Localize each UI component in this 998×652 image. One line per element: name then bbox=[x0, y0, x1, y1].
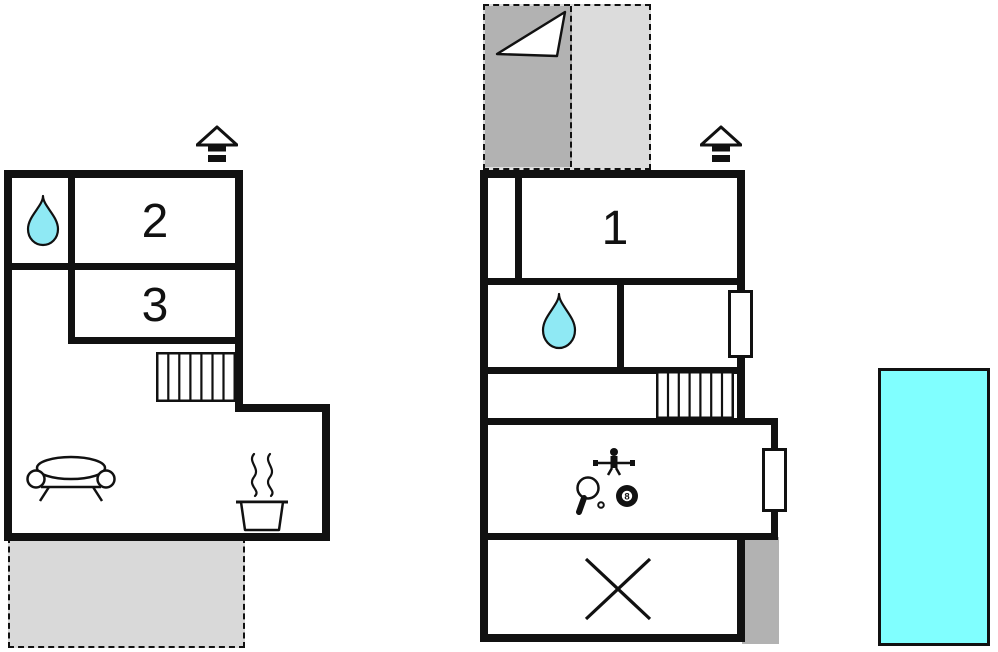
room-2-label: 2 bbox=[141, 195, 169, 248]
room-1-label: 1 bbox=[601, 202, 629, 255]
stove-icon bbox=[230, 450, 294, 534]
north-arrow-icon bbox=[488, 6, 572, 62]
chimney-icon bbox=[700, 125, 742, 165]
wall-segment bbox=[480, 278, 745, 285]
sofa-icon bbox=[26, 450, 116, 504]
wall-segment bbox=[617, 278, 624, 374]
wall-segment bbox=[480, 634, 745, 642]
wall-segment bbox=[4, 263, 243, 270]
gray-annex-area bbox=[742, 537, 779, 644]
wall-segment bbox=[480, 533, 778, 540]
wall-segment bbox=[68, 170, 75, 344]
svg-text:8: 8 bbox=[624, 492, 629, 503]
table-tennis-icon bbox=[576, 476, 605, 515]
window-marker bbox=[762, 448, 787, 512]
window-marker bbox=[728, 290, 753, 358]
wall-segment bbox=[515, 170, 522, 285]
wall-segment bbox=[235, 170, 243, 412]
chimney-icon bbox=[196, 125, 238, 165]
wall-segment bbox=[4, 170, 243, 178]
game-room-icons: 8 bbox=[572, 444, 650, 522]
wall-segment bbox=[737, 533, 745, 642]
stairs-icon bbox=[656, 371, 734, 419]
wall-segment bbox=[480, 170, 745, 178]
wall-segment bbox=[4, 170, 12, 541]
wall-segment bbox=[322, 404, 330, 541]
cross-icon bbox=[583, 556, 653, 622]
wall-segment bbox=[68, 337, 243, 344]
water-drop-icon bbox=[539, 292, 579, 352]
billiard-ball-icon: 8 bbox=[616, 485, 638, 507]
wall-segment bbox=[4, 533, 330, 541]
terrace-area bbox=[8, 537, 245, 648]
wall-segment bbox=[480, 170, 488, 642]
stairs-icon bbox=[156, 352, 236, 402]
wall-segment bbox=[480, 418, 778, 425]
room-3-label: 3 bbox=[141, 279, 169, 332]
foosball-icon bbox=[593, 448, 635, 476]
water-drop-icon bbox=[24, 194, 62, 248]
wall-segment bbox=[480, 367, 745, 374]
wall-segment bbox=[235, 404, 330, 412]
swimming-pool bbox=[878, 368, 990, 646]
